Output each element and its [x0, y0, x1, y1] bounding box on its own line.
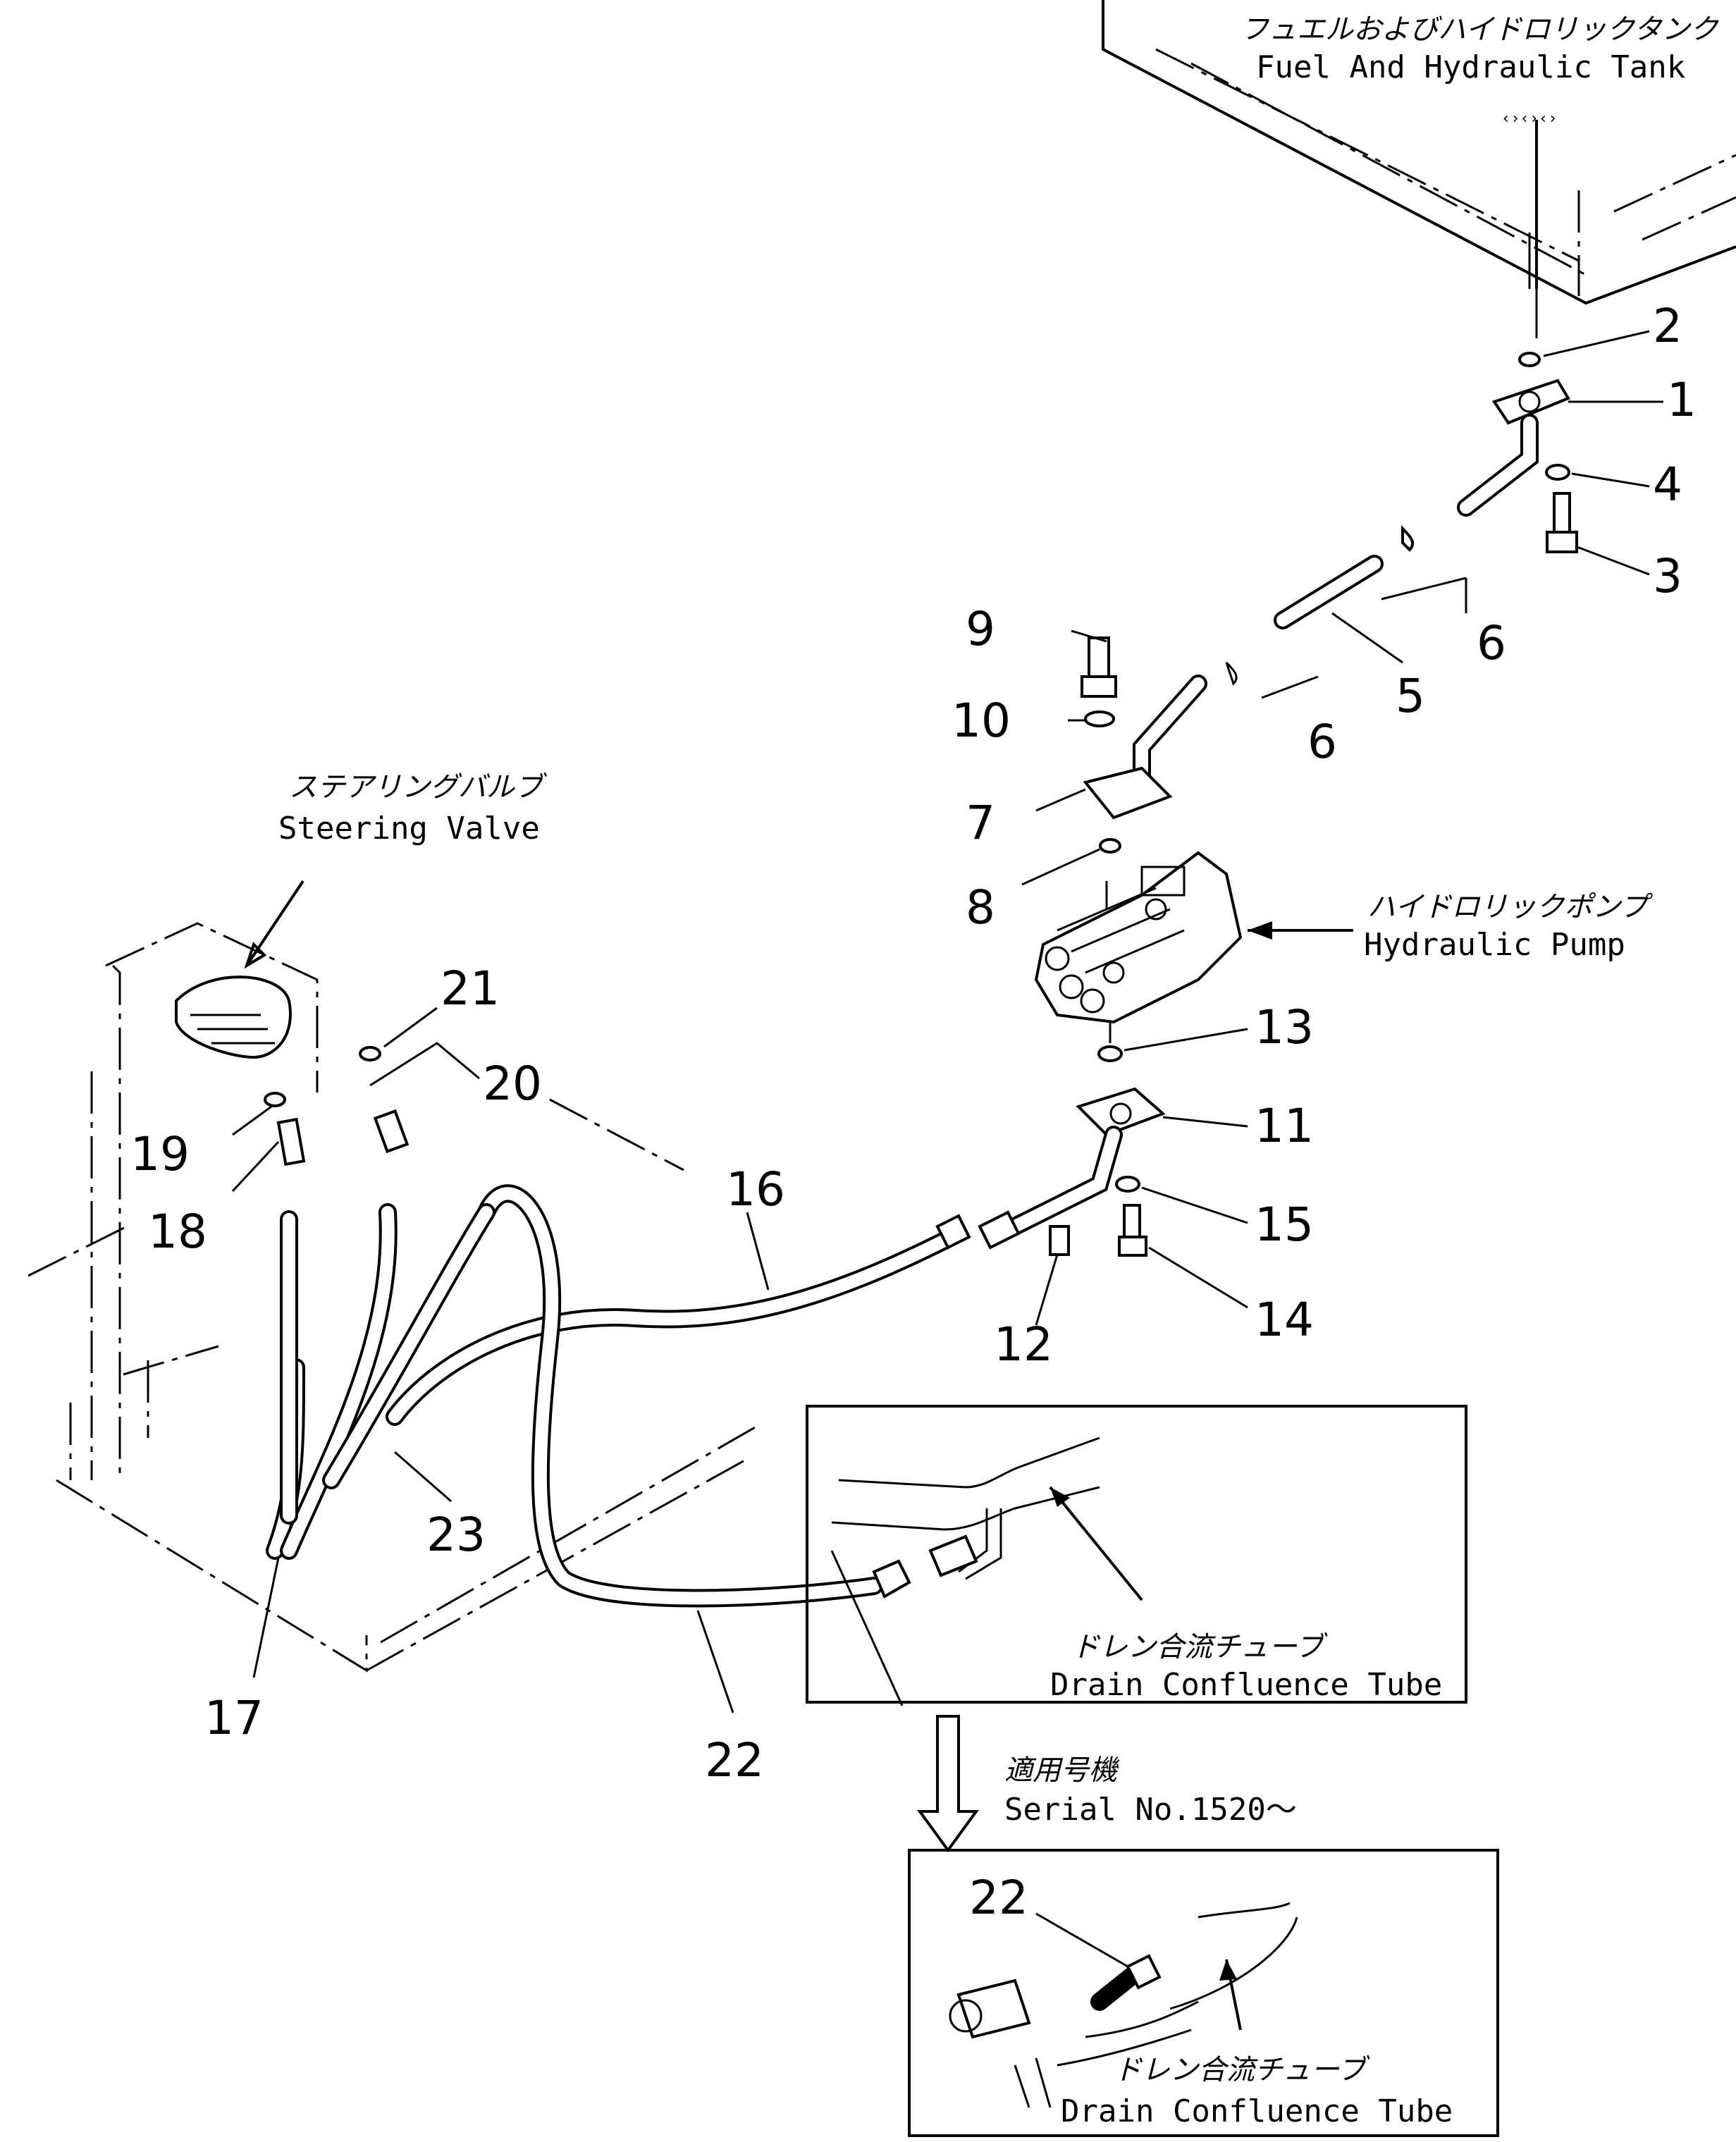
bolt-14: [1123, 1204, 1141, 1242]
flange-7: [1083, 766, 1173, 820]
connector-12: [1049, 1225, 1070, 1256]
hydraulic-pump-label-en: Hydraulic Pump: [1364, 927, 1625, 963]
steering-valve-frame: [27, 880, 762, 1673]
part-number-13: 13: [1255, 1000, 1314, 1054]
part-number-18: 18: [148, 1205, 207, 1259]
part-number-8: 8: [966, 880, 995, 935]
inset-drain-tube-1: [806, 1405, 1467, 1706]
elbow-18: [276, 1117, 306, 1167]
part-number-1: 1: [1667, 373, 1697, 427]
steering-valve-label-jp: ステアリングバルブ: [289, 771, 547, 804]
part-numbers: 1 2 3 4 5 6 6 7 8 9 10 11 12 13 14 15 16…: [130, 299, 1697, 1925]
flange-1: [1491, 378, 1570, 425]
hose-16: [386, 1231, 954, 1426]
steering-valve-label-en: Steering Valve: [278, 811, 540, 847]
part-number-7: 7: [966, 796, 995, 850]
drain-tube-label-en-2: Drain Confluence Tube: [1061, 2093, 1453, 2129]
elbow-20: [373, 1109, 410, 1154]
part-number-12: 12: [994, 1317, 1053, 1372]
washer-4: [1545, 464, 1570, 481]
callout-labels: フュエルおよびハイドロリックタンク Fuel And Hydraulic Tan…: [278, 13, 1720, 2129]
part-number-6b: 6: [1307, 715, 1337, 769]
o-ring-13: [1097, 1045, 1123, 1062]
part-number-22: 22: [705, 1733, 764, 1787]
arrow-down: [917, 1715, 979, 1853]
washer-15: [1115, 1176, 1140, 1193]
washer-10: [1084, 710, 1115, 727]
drain-tube-label-en: Drain Confluence Tube: [1050, 1667, 1442, 1703]
part-number-19: 19: [130, 1127, 190, 1181]
hydraulic-pump-label-jp: ハイドロリックポンプ: [1367, 891, 1654, 923]
bolt-3: [1553, 492, 1571, 534]
clamp-6a: [1401, 525, 1415, 552]
part-number-14: 14: [1255, 1293, 1314, 1347]
o-ring-8: [1099, 838, 1121, 854]
hose-routing: [264, 1046, 971, 1608]
part-number-21: 21: [441, 961, 500, 1016]
part-number-10: 10: [952, 694, 1011, 748]
svg-text:‹›‹›‹›: ‹›‹›‹›: [1501, 110, 1557, 128]
leader-lines: [231, 330, 1663, 1968]
part-number-15: 15: [1255, 1198, 1314, 1252]
part-number-4: 4: [1653, 457, 1682, 512]
part-number-17: 17: [204, 1691, 264, 1745]
serial-label-jp: 適用号機: [1004, 1754, 1120, 1787]
part-number-23: 23: [426, 1508, 486, 1562]
part-number-9: 9: [966, 602, 995, 656]
inset-drain-tube-2: [908, 1849, 1499, 2137]
bolt-9: [1088, 636, 1110, 682]
clamp-6b: [1225, 661, 1238, 686]
drain-tube-label-jp: ドレン合流チューブ: [1071, 1631, 1328, 1663]
fuel-hydraulic-tank: ‹›‹›‹›: [1102, 0, 1736, 338]
part-number-22-inset: 22: [969, 1871, 1028, 1925]
part-number-5: 5: [1396, 669, 1425, 723]
hydraulic-pump: [1034, 851, 1353, 1043]
flange-11: [1076, 1087, 1166, 1137]
fuel-tank-label-jp: フュエルおよびハイドロリックタンク: [1241, 13, 1720, 46]
part-number-6a: 6: [1477, 616, 1506, 670]
part-number-16: 16: [726, 1162, 785, 1217]
o-ring-21: [359, 1046, 381, 1061]
fuel-tank-label-en: Fuel And Hydraulic Tank: [1256, 49, 1685, 85]
part-number-11: 11: [1255, 1099, 1314, 1153]
part-number-20: 20: [483, 1057, 542, 1111]
part-number-2: 2: [1653, 299, 1682, 353]
drain-tube-label-jp-2: ドレン合流チューブ: [1114, 2054, 1370, 2086]
part-number-3: 3: [1653, 549, 1682, 603]
o-ring-19: [264, 1092, 286, 1107]
pump-suction-assembly: [978, 352, 1578, 1257]
serial-label-en: Serial No.1520～: [1004, 1792, 1297, 1828]
elbow-12: [978, 1210, 1021, 1250]
o-ring-2: [1518, 352, 1541, 367]
